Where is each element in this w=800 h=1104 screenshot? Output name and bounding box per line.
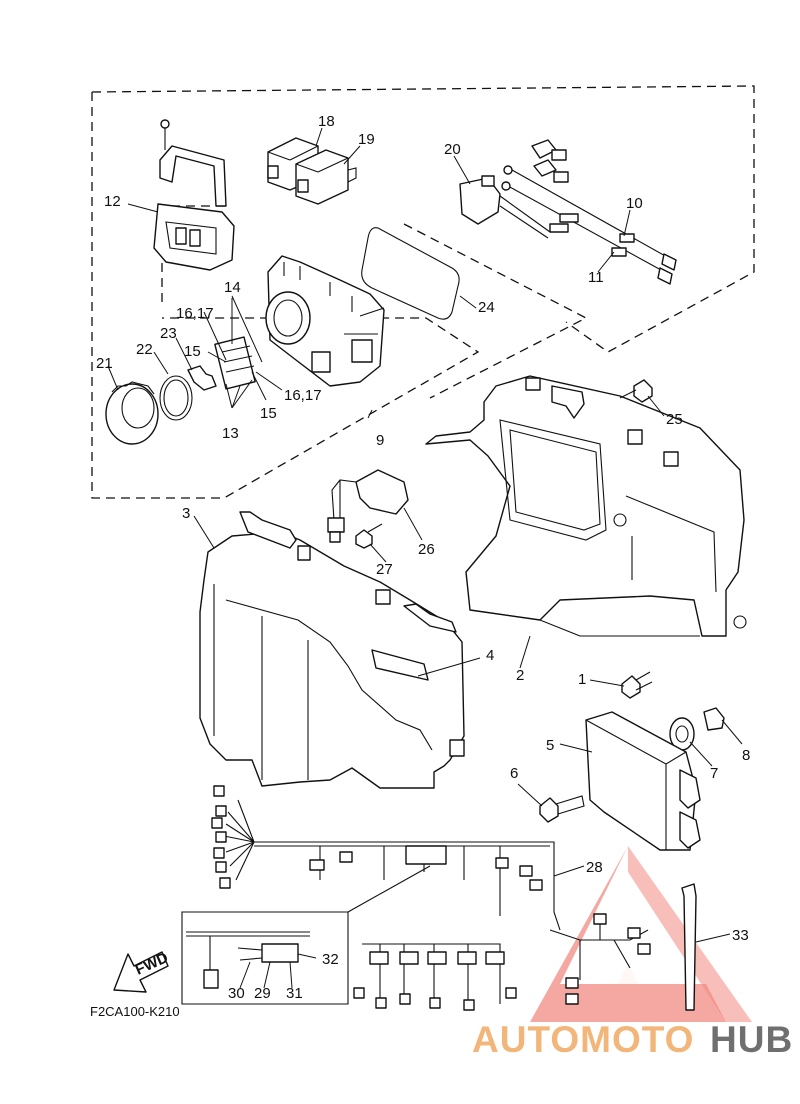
part-27-bolt bbox=[355, 523, 383, 549]
callout-7: 7 bbox=[710, 765, 718, 782]
part-12-cover bbox=[153, 119, 235, 271]
dashed-group-center bbox=[403, 223, 588, 399]
callout-24: 24 bbox=[478, 299, 495, 316]
part-23-connector bbox=[187, 365, 217, 391]
part-2-box bbox=[425, 375, 747, 637]
diagram-code: F2CA100-K210 bbox=[90, 1004, 180, 1019]
callout-8: 8 bbox=[742, 747, 750, 764]
callout-23: 23 bbox=[160, 325, 177, 342]
watermark-logo: AUTOMOTO HUB bbox=[472, 1019, 793, 1060]
callout-12: 12 bbox=[104, 193, 121, 210]
inset-29-32 bbox=[181, 865, 431, 1005]
part-28-harness bbox=[211, 785, 651, 1011]
part-33-cable-tie bbox=[681, 883, 697, 1011]
callout-33: 33 bbox=[732, 927, 749, 944]
part-6-bolt bbox=[539, 795, 585, 823]
callout-16-17-lower: 16,17 bbox=[284, 387, 322, 404]
callout-10: 10 bbox=[626, 195, 643, 212]
part-5-ecu bbox=[585, 711, 701, 851]
callout-19: 19 bbox=[358, 131, 375, 148]
part-10-11-cables bbox=[499, 139, 677, 285]
callout-15-right: 15 bbox=[260, 405, 277, 422]
part-20-sensor bbox=[459, 175, 501, 225]
callout-26: 26 bbox=[418, 541, 435, 558]
part-1-bolt bbox=[621, 671, 653, 699]
callout-27: 27 bbox=[376, 561, 393, 578]
throttle-body bbox=[265, 255, 385, 387]
part-26-sensor bbox=[327, 469, 409, 543]
part-8-collar bbox=[703, 707, 725, 731]
callout-9: 9 bbox=[376, 432, 384, 449]
callout-4: 4 bbox=[486, 647, 494, 664]
part-22-oring bbox=[159, 375, 193, 421]
watermark-text-hub: HUB bbox=[710, 1019, 793, 1060]
callout-numbers: 1 2 3 4 5 6 7 8 9 10 11 12 13 14 15 15 1… bbox=[96, 113, 750, 1002]
part-19-relay bbox=[295, 149, 357, 205]
callout-20: 20 bbox=[444, 141, 461, 158]
dashed-group-upper bbox=[91, 85, 755, 353]
part-13-14-terminals bbox=[214, 336, 256, 390]
callout-14: 14 bbox=[224, 279, 241, 296]
part-21-cap bbox=[105, 381, 159, 445]
callout-18: 18 bbox=[318, 113, 335, 130]
part-24-gasket bbox=[361, 227, 460, 320]
callout-30: 30 bbox=[228, 985, 245, 1002]
callout-16-17-upper: 16,17 bbox=[176, 305, 214, 322]
callout-15-left: 15 bbox=[184, 343, 201, 360]
callout-32: 32 bbox=[322, 951, 339, 968]
callout-31: 31 bbox=[286, 985, 303, 1002]
leader-lines bbox=[107, 127, 743, 989]
fwd-arrow-icon: FWD bbox=[113, 949, 171, 993]
callout-3: 3 bbox=[182, 505, 190, 522]
callout-21: 21 bbox=[96, 355, 113, 372]
callout-2: 2 bbox=[516, 667, 524, 684]
callout-28: 28 bbox=[586, 859, 603, 876]
watermark-text-automoto: AUTOMOTO bbox=[472, 1019, 694, 1060]
callout-6: 6 bbox=[510, 765, 518, 782]
part-3-cover bbox=[199, 511, 465, 789]
callout-5: 5 bbox=[546, 737, 554, 754]
part-25-bolt bbox=[619, 379, 653, 403]
callout-1: 1 bbox=[578, 671, 586, 688]
callout-29: 29 bbox=[254, 985, 271, 1002]
callout-11: 11 bbox=[588, 269, 604, 286]
callout-22: 22 bbox=[136, 341, 153, 358]
callout-25: 25 bbox=[666, 411, 683, 428]
callout-13: 13 bbox=[222, 425, 239, 442]
